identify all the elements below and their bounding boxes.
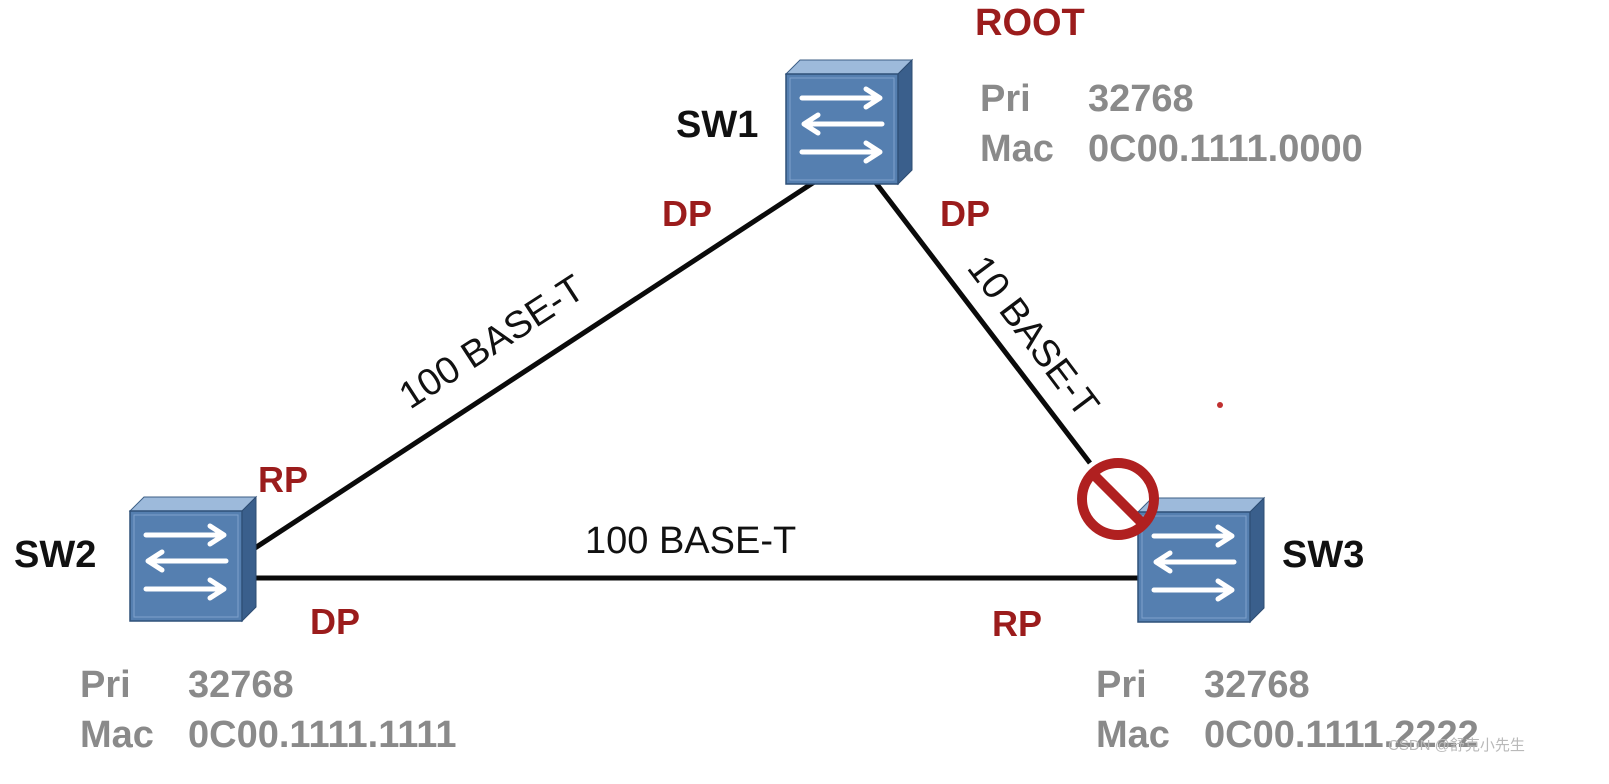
pri-value: 32768 bbox=[1088, 78, 1194, 120]
sw3-priority: Pri 32768 bbox=[1096, 664, 1310, 706]
root-label: ROOT bbox=[975, 2, 1085, 44]
port-role-sw3-to-sw2: RP bbox=[992, 603, 1043, 644]
blocked-port-icon bbox=[1077, 458, 1159, 540]
switch-name-sw3: SW3 bbox=[1282, 534, 1365, 576]
pri-label: Pri bbox=[80, 664, 131, 706]
pri-label: Pri bbox=[1096, 664, 1147, 706]
switch-name-sw2: SW2 bbox=[14, 534, 97, 576]
link-sw1-sw2 bbox=[253, 170, 830, 551]
sw2-priority: Pri 32768 bbox=[80, 664, 294, 706]
mac-label: Mac bbox=[980, 128, 1054, 170]
mac-label: Mac bbox=[80, 714, 154, 756]
sw2-mac: Mac 0C00.1111.1111 bbox=[80, 714, 456, 756]
cursor-dot bbox=[1217, 402, 1223, 408]
watermark: CSDN @舒克小先生 bbox=[1388, 737, 1525, 754]
port-role-sw1-to-sw3: DP bbox=[940, 193, 991, 234]
link-sw1-sw3 bbox=[874, 181, 1092, 465]
sw1-priority: Pri 32768 bbox=[980, 78, 1194, 120]
port-role-sw2-to-sw1: RP bbox=[258, 459, 309, 500]
port-role-sw2-to-sw3: DP bbox=[310, 601, 361, 642]
switch-icon bbox=[1138, 498, 1264, 622]
pri-value: 32768 bbox=[1204, 664, 1310, 706]
sw1-mac: Mac 0C00.1111.0000 bbox=[980, 128, 1363, 170]
switch-name-sw1: SW1 bbox=[676, 104, 759, 146]
pri-value: 32768 bbox=[188, 664, 294, 706]
mac-value: 0C00.1111.1111 bbox=[188, 714, 457, 756]
pri-label: Pri bbox=[980, 78, 1031, 120]
mac-value: 0C00.1111.2222 bbox=[1204, 714, 1479, 756]
port-role-sw1-to-sw2: DP bbox=[662, 193, 713, 234]
link-label-sw1-sw3: 10 BASE-T bbox=[959, 248, 1107, 425]
switch-icon bbox=[786, 60, 912, 184]
mac-value: 0C00.1111.0000 bbox=[1088, 128, 1363, 170]
mac-label: Mac bbox=[1096, 714, 1170, 756]
sw3-mac: Mac 0C00.1111.2222 bbox=[1096, 714, 1479, 756]
link-label-sw2-sw3: 100 BASE-T bbox=[585, 520, 797, 562]
switch-icon bbox=[130, 497, 256, 621]
